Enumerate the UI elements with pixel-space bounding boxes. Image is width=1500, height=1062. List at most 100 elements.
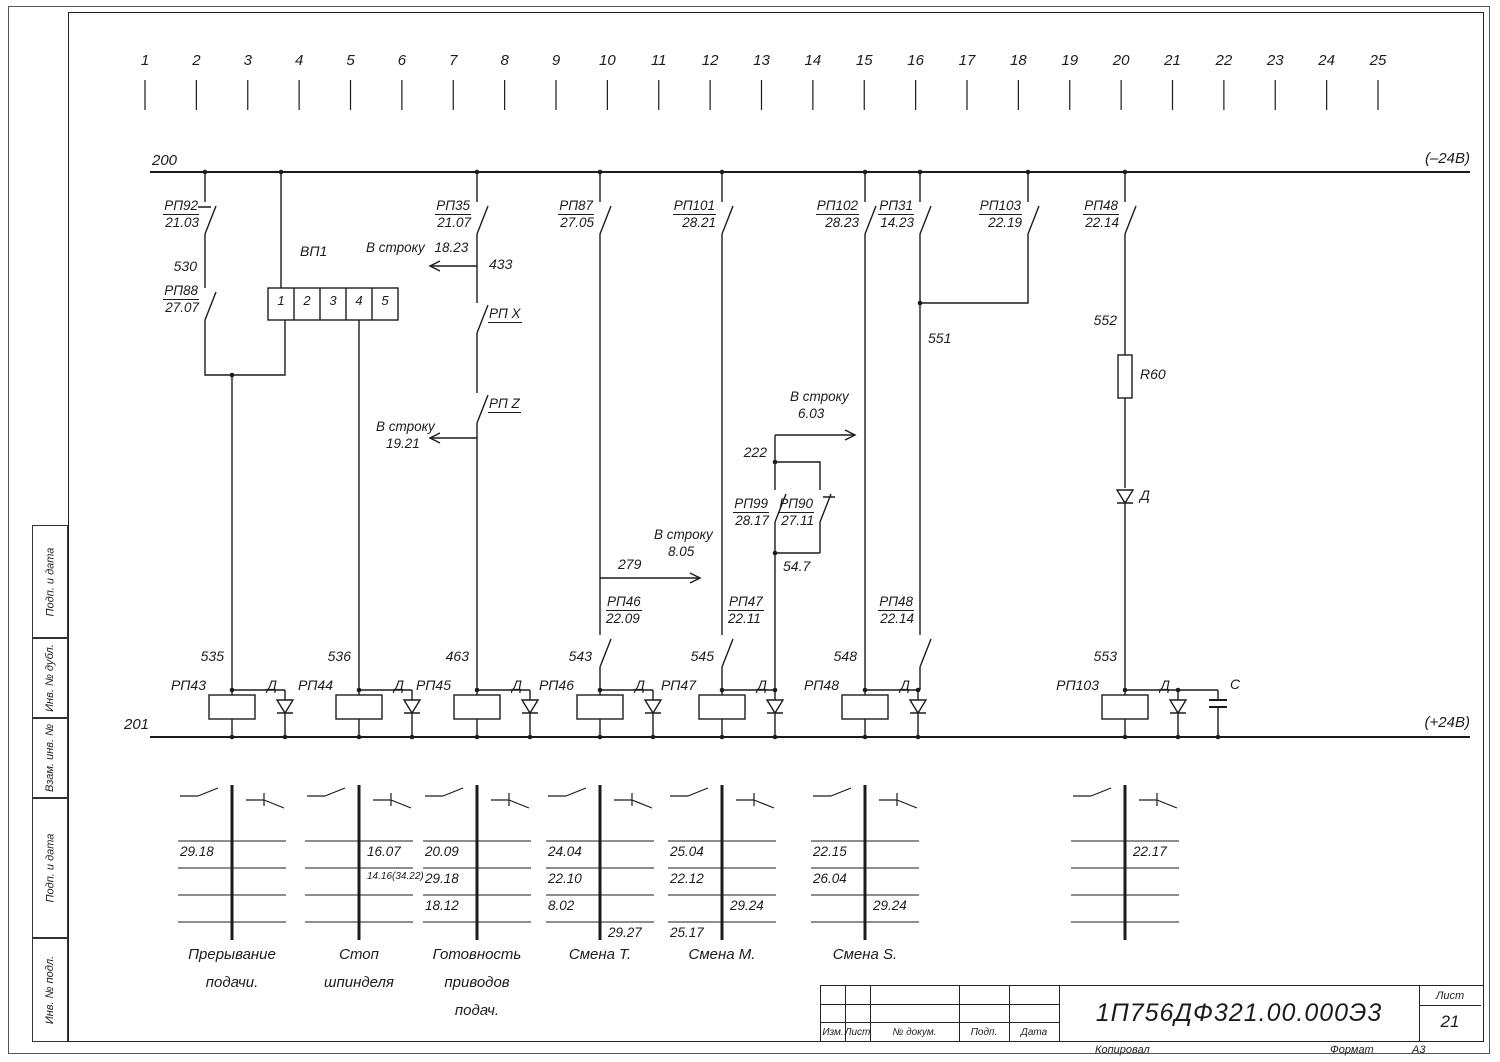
generated-graphics	[144, 80, 1379, 940]
coil-wire-number: 536	[327, 648, 351, 664]
junction-dot	[915, 687, 921, 693]
goto-row: 6.03	[798, 406, 825, 421]
table-caption: Смена Т.	[568, 946, 632, 963]
side-stamp-text: Подп. и дата	[44, 547, 56, 616]
junction-dot	[1175, 734, 1181, 740]
table-caption: Прерывание	[188, 946, 276, 963]
column-number: 23	[1266, 52, 1284, 69]
table-ref-left: 25.04	[670, 844, 704, 859]
junction-dot	[1122, 734, 1128, 740]
relay-name: РП103	[978, 198, 1022, 215]
connector-pin-number: 4	[355, 293, 363, 308]
table-caption: Смена М.	[688, 946, 756, 963]
title-block-divider	[1419, 986, 1420, 1041]
title-block: Изм. Лист № докум. Подп. Дата 1П756ДФ321…	[820, 985, 1484, 1042]
relay-ref: 28.23	[825, 215, 859, 230]
coil-wire-number: 553	[1093, 648, 1117, 664]
junction-dot	[862, 687, 868, 693]
sheet-label: Лист	[1435, 989, 1465, 1002]
relay-name: РП48	[1083, 198, 1119, 215]
outer-border	[8, 6, 1490, 1054]
junction-dot	[862, 169, 868, 175]
relay-ref: 27.11	[781, 513, 814, 528]
relay-name: РП35	[435, 198, 471, 215]
generated-path	[811, 840, 919, 923]
column-number: 22	[1215, 52, 1233, 69]
column-number: 3	[243, 52, 252, 69]
stamp-col-docnum: № докум.	[892, 1026, 937, 1038]
relay-ref: 28.17	[735, 513, 769, 528]
relay-ref: 14.23	[880, 215, 914, 230]
column-number: 21	[1164, 52, 1181, 69]
contact-label-rp47: РП47 22.11	[728, 594, 764, 627]
generated-path	[178, 840, 286, 923]
generated-path	[305, 840, 413, 923]
relay-name: РП47	[728, 594, 764, 611]
coil-name: РП45	[415, 677, 451, 693]
junction-dot	[474, 169, 480, 175]
table-caption: Готовность	[432, 946, 522, 963]
coil-name: РП103	[1056, 677, 1099, 693]
nc-contact-ticks	[198, 206, 835, 498]
stamp-col-izm: Изм.	[822, 1026, 844, 1038]
title-block-row-line	[821, 1022, 1059, 1023]
relay-ref: 27.07	[165, 300, 199, 315]
generated-path	[721, 689, 776, 737]
goto-row: 18.23	[434, 240, 469, 255]
generated-path	[275, 699, 295, 715]
coil-body	[698, 694, 746, 720]
table-ref-right: 29.24	[873, 898, 907, 913]
junction-dot	[1215, 734, 1221, 740]
generated-path	[670, 787, 775, 809]
stamp-col-data: Дата	[1020, 1026, 1048, 1038]
junction-dot	[597, 734, 603, 740]
wire-number-530: 530	[173, 258, 197, 274]
contact-label-rp31: РП31 14.23	[878, 198, 914, 231]
relay-name: РП46	[606, 594, 642, 611]
generated-path	[1073, 787, 1178, 809]
junction-dot	[915, 734, 921, 740]
plus-24v-label: (+24В)	[1424, 714, 1470, 731]
table-ref-right: 22.17	[1133, 844, 1167, 859]
resistor-R60-body	[1117, 354, 1133, 399]
generated-path	[599, 689, 654, 737]
column-number: 2	[192, 52, 201, 69]
wire-segments	[204, 172, 1219, 737]
column-number: 19	[1061, 52, 1079, 69]
column-number: 8	[500, 52, 509, 69]
connector-pin-number: 2	[303, 293, 311, 308]
generated-path	[402, 699, 422, 715]
coil-body	[335, 694, 383, 720]
sheet-divider-line	[1419, 1005, 1481, 1006]
table-caption: приводов	[444, 974, 510, 991]
table-ref-left: 8.02	[548, 898, 575, 913]
column-number: 24	[1318, 52, 1335, 69]
wire-number-551: 551	[928, 330, 952, 346]
capacitor-plates	[1209, 699, 1227, 708]
column-number: 6	[397, 52, 407, 69]
table-ref-left: 29.18	[425, 871, 459, 886]
goto-19-21: В строку 19.21	[376, 418, 435, 452]
format-label: Формат	[1330, 1044, 1374, 1056]
table-ref-right: 16.07	[367, 844, 401, 859]
coil-diode-label: Д	[900, 677, 910, 693]
junction-dot	[719, 687, 725, 693]
side-stamp-text: Инв. № дубл.	[44, 644, 56, 712]
column-number: 5	[346, 52, 355, 69]
junction-dot	[409, 734, 415, 740]
coil-diode-label: Д	[1160, 677, 1170, 693]
stamp-col-podp: Подп.	[970, 1026, 998, 1038]
coil-wire-number: 535	[200, 648, 224, 664]
resistor-r60-label: R60	[1140, 366, 1166, 382]
side-stamp-text: Взам. инв. №	[44, 723, 57, 793]
coil-wire-number: 545	[690, 648, 714, 664]
sheet-number: 21	[1440, 1012, 1460, 1031]
contact-label-rp92: РП92 21.03	[163, 198, 199, 231]
junction-dot	[356, 734, 362, 740]
junction-dot	[1122, 687, 1128, 693]
relay-ref: 22.11	[728, 611, 761, 626]
coil-diode-label: Д	[757, 677, 767, 693]
junction-dot	[597, 169, 603, 175]
goto-prefix: В строку	[366, 240, 425, 255]
contact-blades	[204, 205, 1137, 668]
